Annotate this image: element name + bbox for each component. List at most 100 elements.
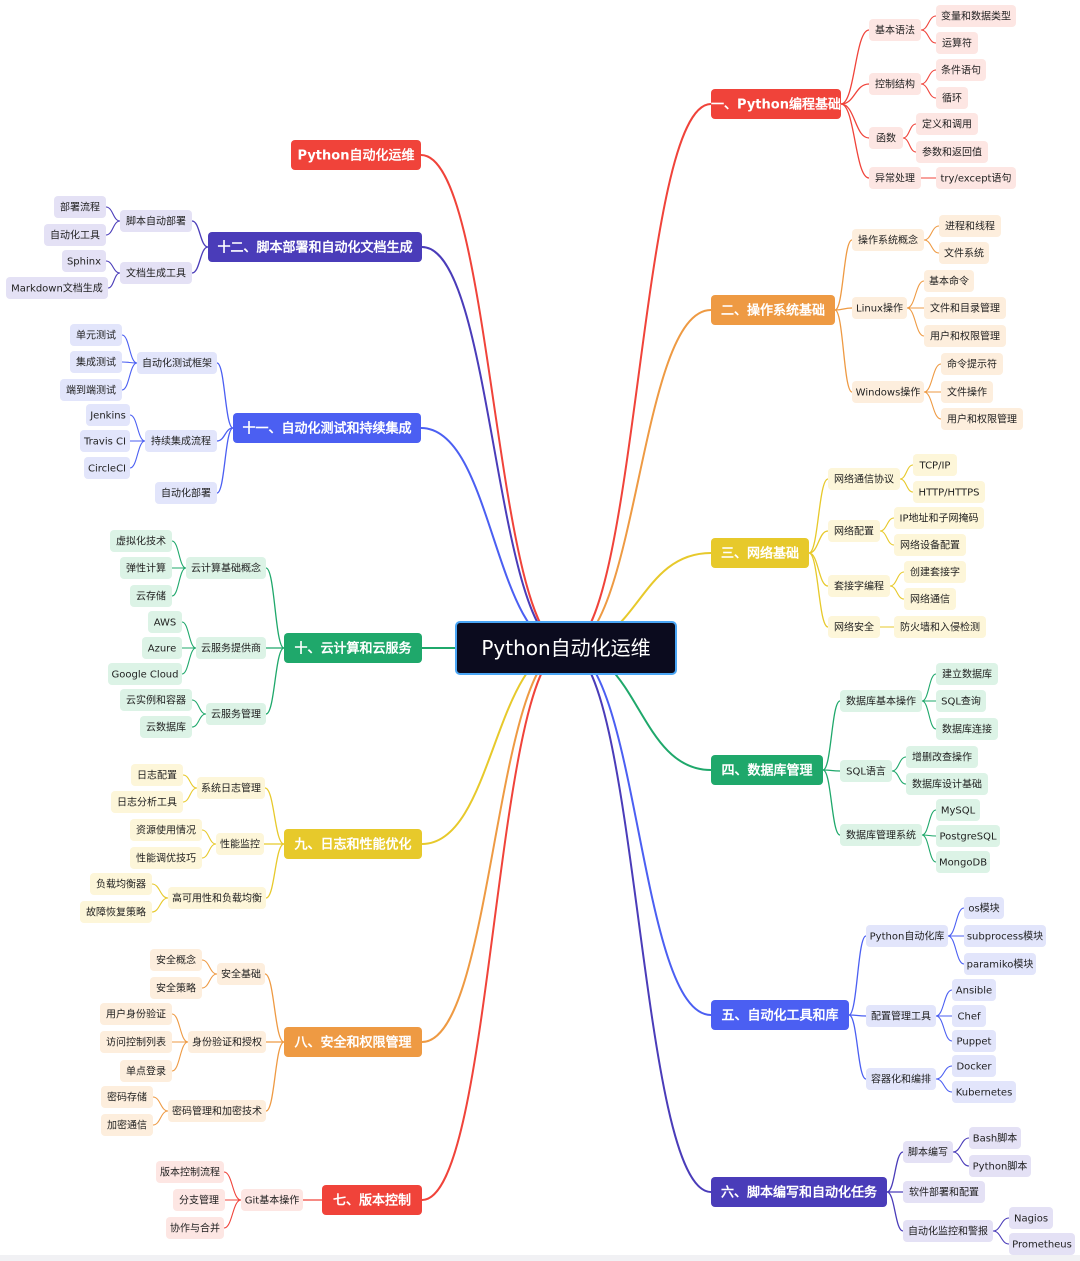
leaf-b2-1-1[interactable]: 文件和目录管理	[924, 297, 1006, 319]
leaf-b8-1-1[interactable]: 访问控制列表	[100, 1031, 172, 1053]
branch-node-b3[interactable]: 三、网络基础	[711, 538, 809, 568]
branch-node-b5[interactable]: 五、自动化工具和库	[711, 1000, 849, 1030]
leaf-b3-3-0[interactable]: 防火墙和入侵检测	[894, 616, 986, 638]
leaf-b10-0-2[interactable]: 云存储	[130, 585, 172, 607]
subtopic-b7-0[interactable]: Git基本操作	[241, 1189, 303, 1211]
leaf-b10-1-0[interactable]: AWS	[148, 611, 182, 633]
leaf-b5-1-2[interactable]: Puppet	[952, 1030, 996, 1052]
subtopic-b6-1[interactable]: 软件部署和配置	[903, 1181, 985, 1203]
leaf-b2-1-0[interactable]: 基本命令	[924, 270, 974, 292]
leaf-b3-0-0[interactable]: TCP/IP	[913, 454, 957, 476]
leaf-b8-0-1[interactable]: 安全策略	[150, 977, 202, 999]
branch-node-b12[interactable]: 十二、脚本部署和自动化文档生成	[208, 232, 422, 262]
leaf-b5-1-1[interactable]: Chef	[952, 1005, 986, 1027]
subtopic-b3-1[interactable]: 网络配置	[828, 520, 880, 542]
subtopic-b10-2[interactable]: 云服务管理	[206, 703, 266, 725]
subtopic-b11-1[interactable]: 持续集成流程	[145, 430, 217, 452]
branch-node-b10[interactable]: 十、云计算和云服务	[284, 633, 422, 663]
leaf-b5-0-0[interactable]: os模块	[964, 897, 1004, 919]
branch-node-b8[interactable]: 八、安全和权限管理	[284, 1027, 422, 1057]
leaf-b4-0-0[interactable]: 建立数据库	[936, 663, 998, 685]
leaf-b11-1-2[interactable]: CircleCI	[84, 457, 130, 479]
subtopic-b3-0[interactable]: 网络通信协议	[828, 468, 900, 490]
leaf-b8-1-0[interactable]: 用户身份验证	[100, 1003, 172, 1025]
leaf-b11-1-0[interactable]: Jenkins	[86, 404, 130, 426]
leaf-b4-2-2[interactable]: MongoDB	[936, 851, 990, 873]
leaf-b5-1-0[interactable]: Ansible	[952, 979, 996, 1001]
leaf-b2-2-0[interactable]: 命令提示符	[941, 353, 1003, 375]
subtopic-b1-1[interactable]: 控制结构	[869, 73, 921, 95]
leaf-b12-1-1[interactable]: Markdown文档生成	[6, 277, 108, 299]
leaf-b5-0-1[interactable]: subprocess模块	[964, 925, 1046, 947]
leaf-b11-0-1[interactable]: 集成测试	[70, 351, 122, 373]
leaf-b4-0-2[interactable]: 数据库连接	[936, 718, 998, 740]
subtopic-b9-1[interactable]: 性能监控	[216, 833, 264, 855]
subtopic-b8-1[interactable]: 身份验证和授权	[188, 1031, 266, 1053]
leaf-b2-2-1[interactable]: 文件操作	[941, 381, 993, 403]
leaf-b1-1-1[interactable]: 循环	[936, 87, 968, 109]
leaf-b4-1-1[interactable]: 数据库设计基础	[906, 773, 988, 795]
branch-node-b7[interactable]: 七、版本控制	[322, 1185, 422, 1215]
leaf-b1-0-1[interactable]: 运算符	[936, 32, 978, 54]
leaf-b2-1-2[interactable]: 用户和权限管理	[924, 325, 1006, 347]
subtopic-b3-2[interactable]: 套接字编程	[828, 575, 890, 597]
subtopic-b12-1[interactable]: 文档生成工具	[120, 262, 192, 284]
leaf-b10-2-0[interactable]: 云实例和容器	[120, 689, 192, 711]
leaf-b11-0-0[interactable]: 单元测试	[70, 324, 122, 346]
branch-node-b4[interactable]: 四、数据库管理	[711, 755, 823, 785]
subtopic-b5-0[interactable]: Python自动化库	[866, 925, 948, 947]
leaf-b9-2-0[interactable]: 负载均衡器	[90, 873, 152, 895]
leaf-b6-0-0[interactable]: Bash脚本	[969, 1127, 1021, 1149]
leaf-b7-0-1[interactable]: 分支管理	[173, 1189, 225, 1211]
leaf-b8-0-0[interactable]: 安全概念	[150, 949, 202, 971]
subtopic-b8-0[interactable]: 安全基础	[217, 963, 265, 985]
subtopic-b4-2[interactable]: 数据库管理系统	[840, 824, 922, 846]
leaf-b12-0-0[interactable]: 部署流程	[54, 196, 106, 218]
leaf-b4-0-1[interactable]: SQL查询	[936, 690, 986, 712]
leaf-b5-2-1[interactable]: Kubernetes	[952, 1081, 1016, 1103]
subtopic-b10-1[interactable]: 云服务提供商	[196, 637, 266, 659]
leaf-b2-0-1[interactable]: 文件系统	[939, 242, 989, 264]
subtopic-b2-1[interactable]: Linux操作	[852, 297, 907, 319]
subtopic-b2-2[interactable]: Windows操作	[852, 381, 924, 403]
leaf-b2-0-0[interactable]: 进程和线程	[939, 215, 1001, 237]
subtopic-b3-3[interactable]: 网络安全	[828, 616, 880, 638]
subtopic-b4-1[interactable]: SQL语言	[840, 760, 892, 782]
leaf-b10-0-0[interactable]: 虚拟化技术	[110, 530, 172, 552]
leaf-b3-0-1[interactable]: HTTP/HTTPS	[913, 481, 985, 503]
leaf-b8-1-2[interactable]: 单点登录	[120, 1060, 172, 1082]
leaf-b3-2-0[interactable]: 创建套接字	[904, 561, 966, 583]
leaf-b5-2-0[interactable]: Docker	[952, 1055, 996, 1077]
subtopic-b12-0[interactable]: 脚本自动部署	[120, 210, 192, 232]
subtopic-b5-2[interactable]: 容器化和编排	[866, 1068, 936, 1090]
subtopic-b6-2[interactable]: 自动化监控和警报	[903, 1220, 993, 1242]
subtopic-b1-0[interactable]: 基本语法	[869, 19, 921, 41]
leaf-b4-2-0[interactable]: MySQL	[936, 799, 980, 821]
branch-node-b6[interactable]: 六、脚本编写和自动化任务	[711, 1177, 887, 1207]
leaf-b9-2-1[interactable]: 故障恢复策略	[80, 901, 152, 923]
leaf-b9-1-1[interactable]: 性能调优技巧	[130, 847, 202, 869]
leaf-b3-1-0[interactable]: IP地址和子网掩码	[894, 507, 984, 529]
leaf-b11-1-1[interactable]: Travis CI	[80, 430, 130, 452]
leaf-b5-0-2[interactable]: paramiko模块	[964, 953, 1036, 975]
subtopic-b9-2[interactable]: 高可用性和负载均衡	[168, 887, 266, 909]
subtopic-b8-2[interactable]: 密码管理和加密技术	[168, 1100, 266, 1122]
leaf-b8-2-1[interactable]: 加密通信	[101, 1114, 153, 1136]
leaf-b4-2-1[interactable]: PostgreSQL	[936, 825, 1000, 847]
branch-node-b9[interactable]: 九、日志和性能优化	[284, 829, 422, 859]
leaf-b10-2-1[interactable]: 云数据库	[140, 716, 192, 738]
leaf-b7-0-0[interactable]: 版本控制流程	[156, 1161, 224, 1183]
subtopic-b9-0[interactable]: 系统日志管理	[197, 777, 265, 799]
leaf-b9-0-1[interactable]: 日志分析工具	[111, 791, 183, 813]
leaf-b9-1-0[interactable]: 资源使用情况	[130, 819, 202, 841]
subtopic-b11-2[interactable]: 自动化部署	[155, 482, 217, 504]
subtopic-b1-2[interactable]: 函数	[869, 127, 903, 149]
leaf-b10-1-1[interactable]: Azure	[142, 637, 182, 659]
subtopic-b5-1[interactable]: 配置管理工具	[866, 1005, 936, 1027]
leaf-b1-0-0[interactable]: 变量和数据类型	[936, 5, 1016, 27]
leaf-b1-1-0[interactable]: 条件语句	[936, 59, 986, 81]
leaf-b1-2-0[interactable]: 定义和调用	[916, 113, 978, 135]
central-topic[interactable]: Python自动化运维	[455, 621, 677, 675]
subtopic-b1-3[interactable]: 异常处理	[869, 167, 921, 189]
subtopic-b10-0[interactable]: 云计算基础概念	[186, 557, 266, 579]
